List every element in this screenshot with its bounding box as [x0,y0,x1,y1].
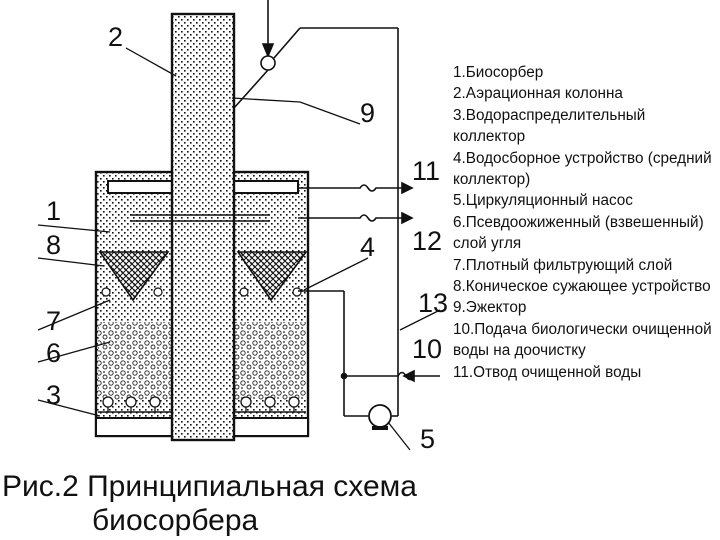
label-6: 6 [46,338,61,368]
legend-item: 11.Отвод очищенной воды [453,363,642,381]
label-11: 11 [412,156,440,186]
aeration-column [170,12,236,442]
label-4: 4 [360,232,375,262]
legend-item: 7.Плотный фильтрующий слой [453,256,673,274]
legend-list: 1.Биосорбер 2.Аэрационная колонна 3.Водо… [453,62,719,383]
leader-lines [37,47,441,451]
legend-item: 1.Биосорбер [453,64,544,81]
label-8: 8 [46,230,61,260]
label-13: 13 [418,288,448,318]
legend-item: 5.Циркуляционный насос [453,192,633,210]
label-2: 2 [108,22,123,52]
label-10: 10 [412,334,442,364]
label-5: 5 [420,424,435,454]
legend-item: 9.Эжектор [453,299,527,317]
biosorber-diagram: 2 9 11 1 8 12 4 13 7 10 6 3 5 [37,0,448,454]
label-7: 7 [46,306,61,336]
caption-line-1: Рис.2 Принципиальная схема [2,470,417,503]
label-3: 3 [46,380,61,410]
label-9: 9 [360,98,375,128]
circulation-pump [368,404,392,430]
legend-item: 3.Водораспределительный коллектор [453,106,646,146]
conical-device-right [236,251,308,302]
figure-caption: Рис.2 Принципиальная схема биосорбера [2,470,417,538]
label-12: 12 [412,226,442,256]
middle-collector-pipe [130,214,270,222]
legend-item: 8.Коническое сужающее устройство [453,278,711,296]
legend-item: 6.Псевдоожиженный (взвешенный) слой угля [453,213,704,253]
conical-device-left [98,251,170,302]
legend-item: 2.Аэрационная колонна [453,85,623,103]
label-1: 1 [46,196,61,226]
legend-item: 10.Подача биологически очищенной воды на… [453,320,712,360]
caption-line-2: биосорбера [92,504,259,537]
dense-filter-balls [101,287,302,297]
outlet-arrows [298,181,414,225]
fluidized-carbon-layer [98,322,306,400]
legend-item: 4.Водосборное устройство (средний коллек… [453,149,712,189]
ejector [233,0,399,416]
circulation-line [298,290,440,417]
